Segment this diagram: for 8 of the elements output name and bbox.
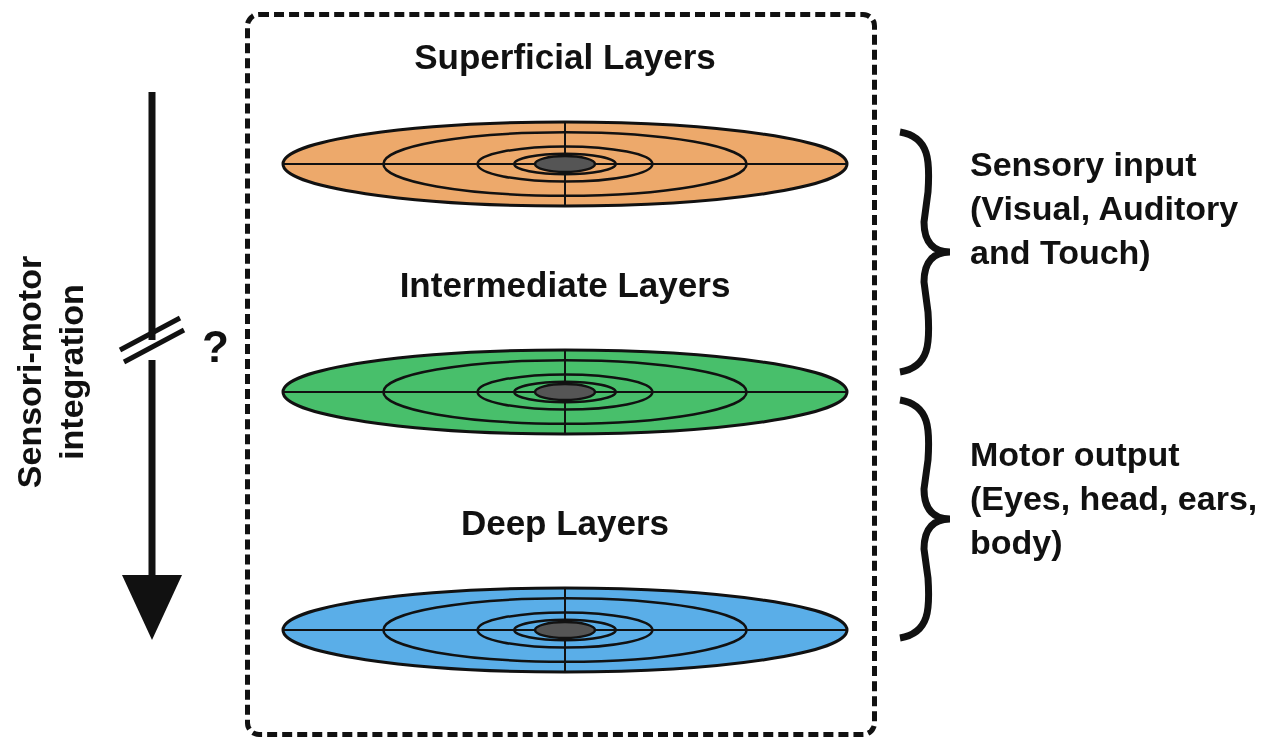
- question-mark: ?: [202, 322, 229, 372]
- layer-title: Intermediate Layers: [399, 265, 731, 305]
- layer-title: Superficial Layers: [414, 37, 716, 77]
- dashed-frame: [245, 12, 877, 737]
- side-note: Motor output (Eyes, head, ears, body): [970, 434, 1259, 563]
- axis-label: Sensori-motor integration: [9, 254, 91, 491]
- side-note: Sensory input (Visual, Auditory and Touch): [970, 144, 1240, 273]
- layer-title: Deep Layers: [460, 503, 670, 543]
